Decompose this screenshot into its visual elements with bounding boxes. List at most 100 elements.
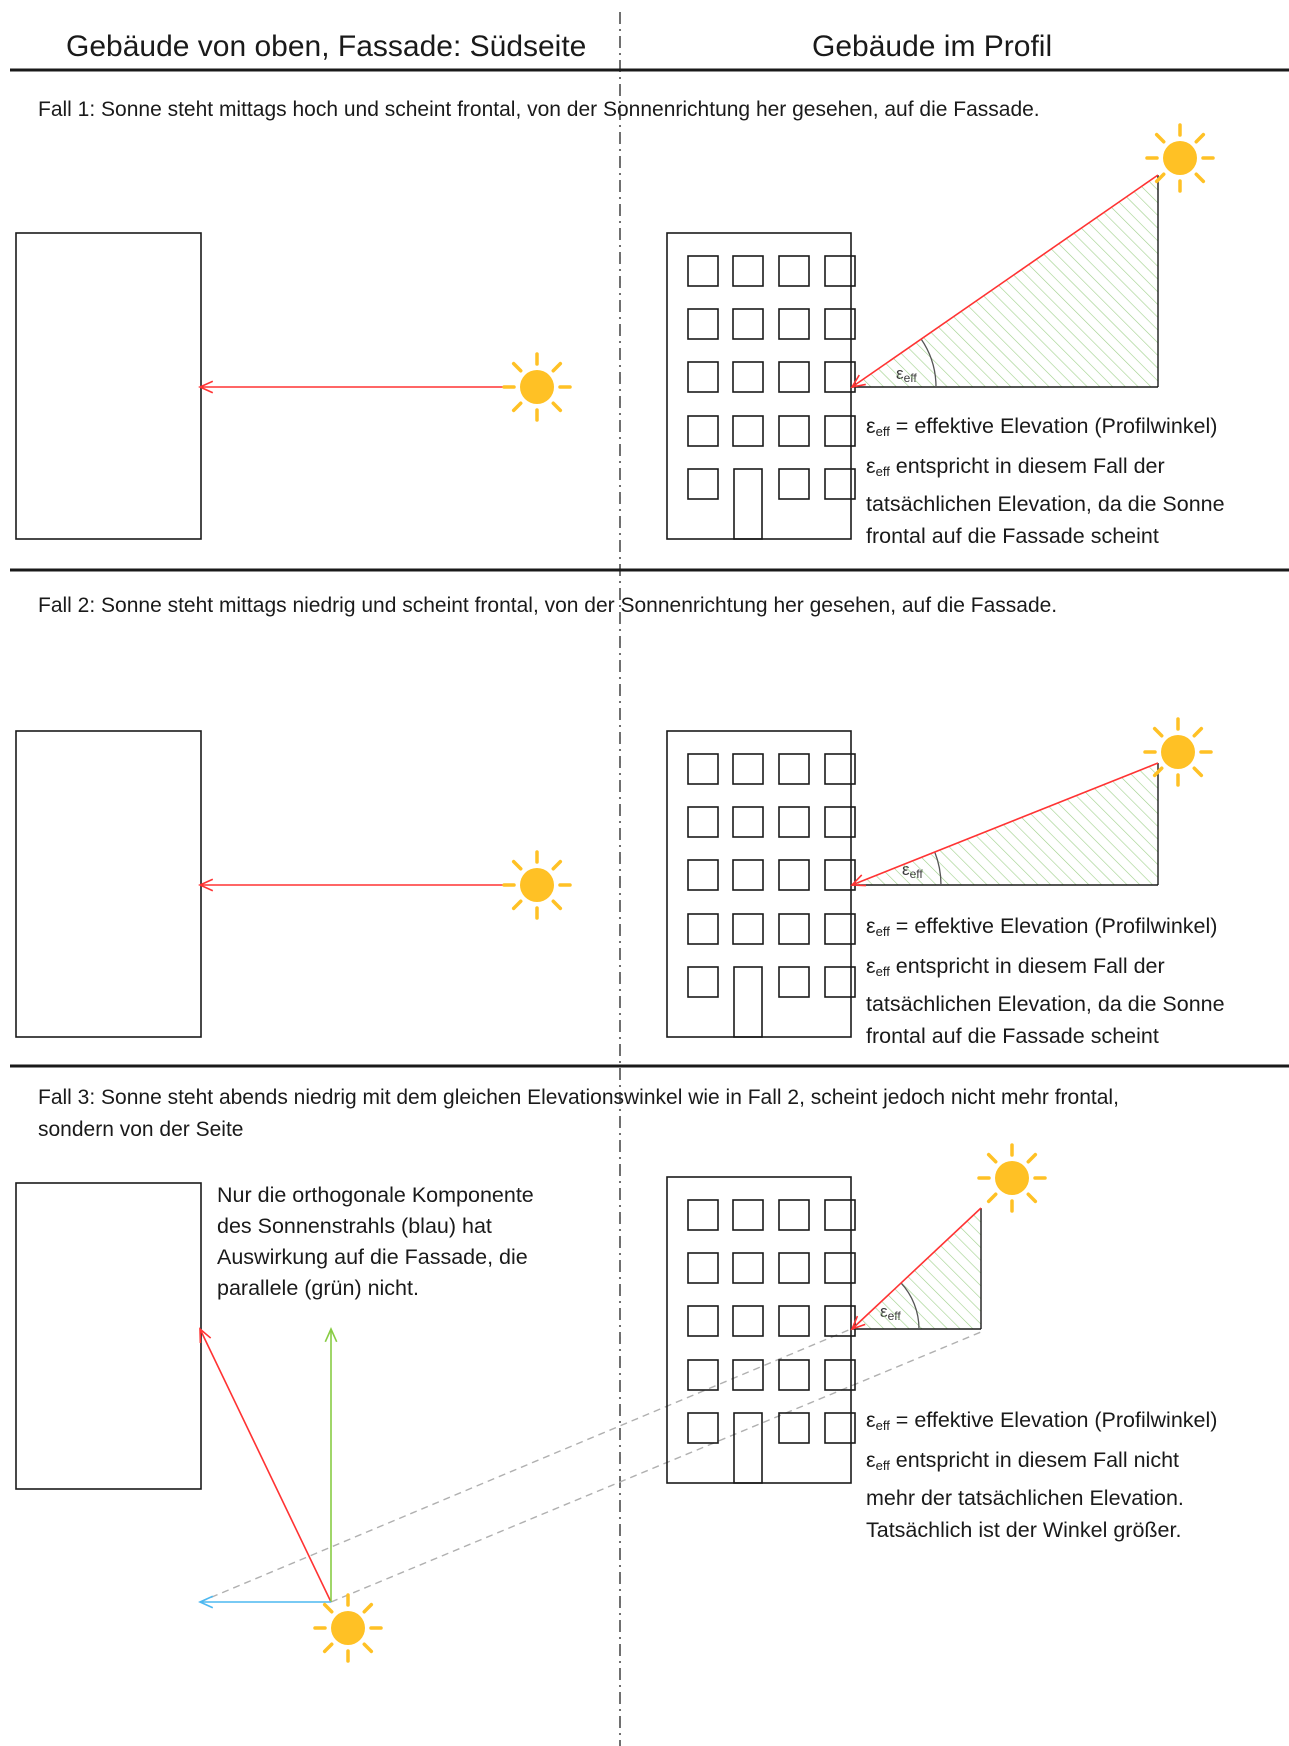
sun-ray [322,1602,334,1614]
case-1-window-icon [778,255,810,287]
case-1-window-icon [732,415,764,447]
case-2-angle-arc [934,851,942,886]
case-3-definition: εeff = effektive Elevation (Profilwinkel… [866,1408,1218,1433]
case-2-window-icon [824,913,856,945]
case-2-window-icon [732,753,764,785]
case-1-sun-icon [502,352,572,422]
case-1-explanation: εeff entspricht in diesem Fall der tatsä… [866,454,1225,548]
case-2-title: Fall 2: Sonne steht mittags niedrig und … [38,594,1058,617]
sun-ray [1026,1152,1038,1164]
case-2-sun-icon [502,850,572,920]
case-2-window-icon [778,859,810,891]
case-2-window-icon [824,859,856,891]
case-2-door-icon [733,966,763,1038]
component-note: Nur die orthogonale Komponente des Sonne… [217,1183,534,1300]
case-2-definition: εeff = effektive Elevation (Profilwinkel… [866,914,1218,939]
sun-ray [362,1642,374,1654]
case-3-explanation: εeff entspricht in diesem Fall nicht meh… [866,1448,1184,1542]
case-2-facade-top-view [15,730,202,1038]
case-3-title-line-1: Fall 3: Sonne steht abends niedrig mit d… [38,1086,1119,1109]
case-3-ray-top [199,1328,332,1603]
case-1-window-icon [778,308,810,340]
case-3-window-icon [824,1359,856,1391]
case-3-window-icon [824,1412,856,1444]
sun-ray [1194,172,1206,184]
case-1-window-icon [778,361,810,393]
case-1-window-icon [732,361,764,393]
sun-ray [511,899,523,911]
case-3-projection-line-1 [330,1331,982,1603]
case-3-window-icon [778,1359,810,1391]
case-1-window-icon [732,255,764,287]
case-3-window-icon [778,1252,810,1284]
case-3-title-line-2: sondern von der Seite [38,1118,244,1141]
case-2-ray-profile [851,762,1159,886]
case-2-window-icon [824,966,856,998]
case-3-window-icon [687,1252,719,1284]
case-2-sun-profile-icon [1143,717,1213,787]
case-3-ray-profile-head [850,1315,866,1331]
case-3-sun-profile-icon [977,1143,1047,1213]
case-3-facade-top-view [15,1182,202,1490]
case-2-window-icon [732,913,764,945]
case-3-parallel-component-head [324,1327,338,1343]
case-3-ray-top-head [199,1327,212,1344]
sun-ray [1152,766,1164,778]
case-3-window-icon [732,1199,764,1231]
case-2-window-icon [732,806,764,838]
case-3-sun-icon [313,1593,383,1663]
case-1-window-icon [824,468,856,500]
sun-ray [322,1642,334,1654]
case-1-angle-arc [920,338,937,388]
sun-disc [1163,141,1197,175]
sun-disc [995,1161,1029,1195]
case-1-facade-top-view [15,232,202,540]
sun-ray [1192,726,1204,738]
case-2-window-icon [778,913,810,945]
case-1-window-icon [778,415,810,447]
case-1-window-icon [687,415,719,447]
case-3-projection-line-2 [199,1328,852,1603]
sun-disc [331,1611,365,1645]
case-3-ray-profile [851,1207,982,1330]
case-1-window-icon [687,361,719,393]
case-2-explanation: εeff entspricht in diesem Fall der tatsä… [866,954,1225,1048]
case-3-window-icon [687,1359,719,1391]
case-2-window-icon [687,806,719,838]
case-3-window-icon [687,1305,719,1337]
case-3-window-icon [778,1199,810,1231]
sun-ray [551,859,563,871]
sun-disc [520,868,554,902]
case-3-door-icon [733,1412,763,1484]
sun-ray [362,1602,374,1614]
sun-ray [511,859,523,871]
case-3-window-icon [824,1199,856,1231]
sun-ray [986,1152,998,1164]
case-1-building-icon [666,232,852,540]
header-left: Gebäude von oben, Fassade: Südseite [66,30,587,63]
case-1-window-icon [824,415,856,447]
case-3-angle-arc [900,1282,920,1330]
sun-ray [511,361,523,373]
sun-ray [1154,172,1166,184]
case-2-window-icon [687,913,719,945]
case-2-building-icon [666,730,852,1038]
case-2-ray-profile-head [850,874,867,887]
case-1-ray-top-head [198,380,214,394]
sun-disc [1161,735,1195,769]
case-1-window-icon [824,361,856,393]
case-3-window-icon [732,1359,764,1391]
case-1-ray-profile-head [850,374,866,389]
case-2-ray-top-head [198,878,214,892]
case-3-window-icon [778,1412,810,1444]
case-1-sun-profile-icon [1145,123,1215,193]
case-3-window-icon [687,1412,719,1444]
sun-ray [1194,132,1206,144]
case-3-window-icon [687,1199,719,1231]
case-1-title: Fall 1: Sonne steht mittags hoch und sch… [38,98,1040,121]
case-3-window-icon [824,1252,856,1284]
case-1-door-icon [733,468,763,540]
case-1-window-icon [687,468,719,500]
